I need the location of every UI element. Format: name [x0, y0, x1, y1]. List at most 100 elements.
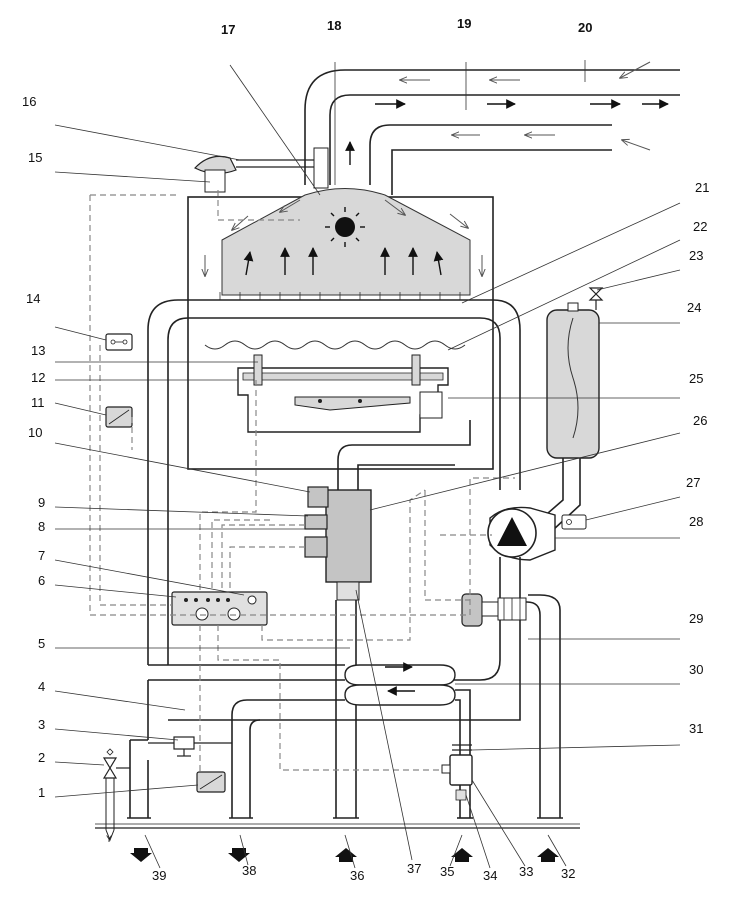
leader-line	[355, 589, 413, 861]
leader-line	[585, 496, 681, 521]
heating-circuit-pipes	[168, 557, 561, 818]
leader-line	[547, 834, 567, 867]
leader-line	[369, 432, 681, 511]
air-pressure-switch	[194, 147, 329, 193]
leader-line	[144, 834, 161, 869]
callout-label-4: 4	[38, 679, 45, 694]
leader-line	[54, 784, 199, 798]
leader-line	[54, 559, 245, 596]
connection-arrows	[130, 848, 559, 862]
primary-heat-exchanger-pipe	[147, 299, 521, 665]
callout-label-33: 33	[519, 864, 533, 879]
callout-label-25: 25	[689, 371, 703, 386]
callout-label-5: 5	[38, 636, 45, 651]
callout-label-34: 34	[483, 868, 497, 883]
leader-lines	[54, 60, 681, 869]
bottom-connection-rail	[95, 817, 580, 829]
callout-label-31: 31	[689, 721, 703, 736]
callout-label-24: 24	[687, 300, 701, 315]
callout-label-37: 37	[407, 861, 421, 876]
callout-label-13: 13	[31, 343, 45, 358]
filling-valve	[148, 736, 232, 757]
three-way-valve	[461, 593, 527, 627]
sensor-box-11	[105, 406, 133, 428]
heat-arrows	[243, 247, 444, 276]
exhaust-fan	[325, 207, 365, 247]
leader-line	[54, 171, 211, 183]
flame-wave	[204, 340, 466, 350]
callout-label-15: 15	[28, 150, 42, 165]
flow-arrows-intake	[400, 61, 651, 151]
callout-label-20: 20	[578, 20, 592, 35]
expansion-vessel	[539, 302, 600, 531]
flow-sensor	[441, 744, 473, 801]
leader-line	[54, 761, 105, 766]
callout-label-1: 1	[38, 785, 45, 800]
leader-line	[54, 506, 309, 517]
callout-label-10: 10	[28, 425, 42, 440]
callout-label-21: 21	[695, 180, 709, 195]
callout-label-16: 16	[22, 94, 36, 109]
callout-label-28: 28	[689, 514, 703, 529]
callout-label-26: 26	[693, 413, 707, 428]
leader-line	[471, 779, 526, 867]
heat-exchanger-fins	[219, 292, 461, 300]
callout-label-2: 2	[38, 750, 45, 765]
callout-label-36: 36	[350, 868, 364, 883]
sensor-box-14	[105, 333, 133, 351]
leader-line	[449, 834, 463, 867]
leader-line	[54, 728, 179, 741]
callout-label-3: 3	[38, 717, 45, 732]
callout-label-12: 12	[31, 370, 45, 385]
burner	[237, 354, 449, 433]
flue-hood	[221, 188, 471, 296]
callout-label-39: 39	[152, 868, 166, 883]
air-vent-valve	[588, 287, 604, 310]
heating-flow-pipes	[129, 664, 471, 818]
callout-label-23: 23	[689, 248, 703, 263]
leader-line	[54, 402, 107, 416]
leader-line	[596, 269, 681, 291]
plate-heat-exchanger	[344, 662, 456, 706]
leader-line	[54, 124, 241, 161]
safety-valve	[102, 748, 130, 842]
leader-line	[54, 584, 177, 598]
callout-label-6: 6	[38, 573, 45, 588]
callout-label-8: 8	[38, 519, 45, 534]
gas-inlet-pipe	[335, 600, 357, 818]
leader-line	[471, 744, 681, 751]
pressure-switch	[561, 514, 587, 530]
callout-label-27: 27	[686, 475, 700, 490]
flow-arrows-exhaust	[345, 99, 669, 165]
callout-label-9: 9	[38, 495, 45, 510]
callout-label-14: 14	[26, 291, 40, 306]
leader-line	[465, 794, 491, 869]
pipe-stub-label: Y	[106, 834, 112, 844]
flue-exhaust-pipe	[304, 69, 680, 195]
control-panel	[171, 591, 268, 626]
callout-label-30: 30	[689, 662, 703, 677]
callout-label-19: 19	[457, 16, 471, 31]
callout-label-35: 35	[440, 864, 454, 879]
callout-label-17: 17	[221, 22, 235, 37]
leader-line	[447, 239, 681, 351]
chamber-flow-arrows	[205, 199, 482, 276]
gas-valve-assembly	[304, 420, 471, 601]
circulation-pump	[487, 506, 556, 561]
sensor-box-1	[196, 771, 226, 793]
callout-label-22: 22	[693, 219, 707, 234]
electrical-wiring	[89, 190, 515, 772]
callout-label-32: 32	[561, 866, 575, 881]
callout-label-7: 7	[38, 548, 45, 563]
leader-line	[229, 64, 321, 196]
callout-label-38: 38	[242, 863, 256, 878]
callout-label-11: 11	[31, 395, 45, 410]
leader-line	[461, 202, 681, 304]
callout-label-18: 18	[327, 18, 341, 33]
leader-line	[54, 442, 311, 493]
callout-label-29: 29	[689, 611, 703, 626]
leader-line	[54, 326, 107, 341]
